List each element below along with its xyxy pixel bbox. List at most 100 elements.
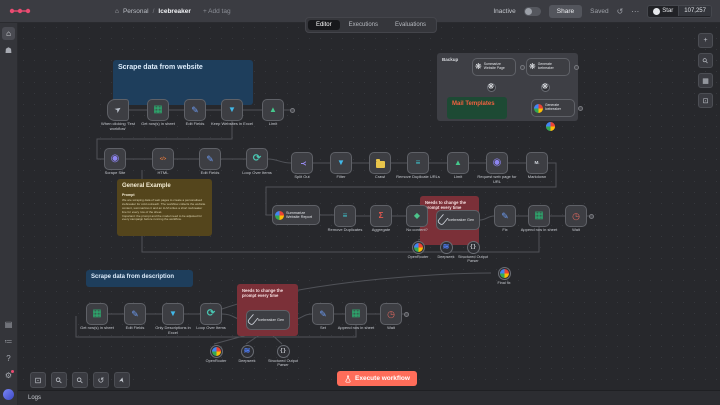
model-node-openai[interactable]: [486, 82, 496, 92]
logs-panel-header[interactable]: Logs: [18, 390, 720, 405]
fit-view-button[interactable]: ⊡: [30, 372, 46, 388]
node-when-clicking-test-workflow[interactable]: When clicking ‘Test workflow’: [101, 99, 135, 131]
model-node-openai[interactable]: [540, 82, 550, 92]
magnifier-minus-icon: ⚲: [74, 374, 86, 386]
node-loop-over-items[interactable]: Loop Over Items: [196, 303, 226, 330]
frame-button[interactable]: ⊡: [698, 93, 713, 108]
connection-endpoint[interactable]: [289, 107, 295, 113]
node-limit[interactable]: Limit: [447, 152, 469, 179]
node-wait[interactable]: Wait: [565, 205, 587, 232]
gemini-icon: [211, 346, 221, 356]
connection-endpoint[interactable]: [577, 105, 583, 111]
node-summarize-website-page[interactable]: Summarize Website Page: [472, 58, 516, 76]
flask-icon: [345, 375, 351, 383]
openai-icon: [542, 83, 549, 91]
node-filter[interactable]: Filter: [330, 152, 352, 179]
node-generate-icebreaker[interactable]: Generate Icebreaker: [531, 99, 575, 117]
pencil-icon: [191, 106, 199, 115]
connection-endpoint[interactable]: [403, 311, 409, 317]
execute-workflow-button[interactable]: Execute workflow: [337, 371, 417, 386]
node-markdown[interactable]: Markdown: [526, 152, 548, 179]
node-label: Generate Icebreaker: [537, 62, 554, 70]
search-nodes-button[interactable]: ⚲: [698, 53, 713, 68]
note-scrape-description[interactable]: Scrape data from description: [86, 270, 193, 287]
model-node-openrouter[interactable]: OpenRouter: [408, 240, 428, 259]
model-node-gemini[interactable]: [545, 121, 555, 131]
connection-endpoint[interactable]: [573, 64, 579, 70]
history-icon[interactable]: ↺: [616, 6, 624, 16]
node-append-row-in-sheet[interactable]: Append row in sheet: [338, 303, 374, 330]
node-label: Loop Over Items: [196, 325, 226, 330]
github-star-widget[interactable]: Star 107,257: [647, 4, 712, 18]
node-panel-button[interactable]: ▦: [698, 73, 713, 88]
workflow-status-label: Inactive: [493, 7, 516, 15]
node-remove-duplicate-urls[interactable]: Remove Duplicate URLs: [396, 152, 440, 179]
zoom-out-button[interactable]: ⚲: [72, 372, 88, 388]
model-node-deepseek[interactable]: Deepseek: [437, 240, 455, 259]
sheets-icon: [92, 309, 101, 319]
node-get-row-s-in-sheet[interactable]: Get row(s) in sheet: [141, 99, 175, 126]
note-mail-templates[interactable]: Mail Templates: [447, 97, 507, 119]
connection-endpoint[interactable]: [519, 64, 525, 70]
node-icebreaker-gen[interactable]: Icebreaker Gen: [436, 210, 480, 230]
sidebar-item-settings[interactable]: ⚙: [2, 369, 15, 382]
model-node-final-fix[interactable]: Final fix: [497, 266, 511, 285]
node-generate-icebreaker[interactable]: Generate Icebreaker: [526, 58, 570, 76]
node-label: Summarize Website Page: [483, 62, 505, 70]
model-node-structured-output-parser[interactable]: Structured Output Parser: [268, 344, 298, 367]
sidebar-item-templates[interactable]: ▤: [2, 318, 15, 331]
add-node-button[interactable]: +: [698, 33, 713, 48]
node-wait[interactable]: Wait: [380, 303, 402, 330]
n8n-logo-icon[interactable]: [9, 6, 31, 16]
node-icebreaker-gen[interactable]: Icebreaker Gen: [246, 310, 290, 330]
breadcrumb-project[interactable]: Personal: [122, 7, 149, 15]
braces-icon: [470, 245, 476, 250]
active-toggle[interactable]: [523, 6, 541, 16]
user-avatar[interactable]: [3, 389, 14, 400]
node-html[interactable]: HTML: [152, 148, 174, 175]
node-aggregate[interactable]: Aggregate: [370, 205, 392, 232]
loop-icon: [207, 309, 215, 319]
node-get-row-s-in-sheet[interactable]: Get row(s) in sheet: [80, 303, 114, 330]
node-label: Filter: [336, 174, 346, 179]
reset-zoom-button[interactable]: ↺: [93, 372, 109, 388]
node-crawl[interactable]: Crawl: [369, 152, 391, 179]
node-label: Set: [319, 325, 326, 330]
node-limit[interactable]: Limit: [262, 99, 284, 126]
sidebar-item-overview[interactable]: ⌂: [2, 27, 15, 40]
node-only-descriptions-in-excel[interactable]: Only Descriptions in Excel: [155, 303, 191, 335]
node-append-row-in-sheet[interactable]: Append row in sheet: [521, 205, 557, 232]
node-fix[interactable]: Fix: [494, 205, 516, 232]
add-tag-button[interactable]: + Add tag: [202, 7, 231, 15]
node-scrape-site[interactable]: Scrape Site: [104, 148, 126, 175]
tab-editor[interactable]: Editor: [307, 20, 340, 30]
node-set[interactable]: Set: [312, 303, 334, 330]
node-edit-fields[interactable]: Edit Fields: [184, 99, 206, 126]
pointer-mode-button[interactable]: ➤: [114, 372, 130, 388]
more-menu-icon[interactable]: ⋯: [631, 6, 640, 16]
share-button[interactable]: Share: [548, 4, 583, 18]
model-node-openrouter[interactable]: OpenRouter: [206, 344, 226, 363]
connection-endpoint[interactable]: [588, 213, 594, 219]
node-edit-fields[interactable]: Edit Fields: [124, 303, 146, 330]
sidebar-item-personal[interactable]: ☗: [2, 44, 15, 57]
node-remove-duplicates[interactable]: Remove Duplicates: [328, 205, 362, 232]
tab-executions[interactable]: Executions: [348, 22, 379, 28]
workflow-title[interactable]: Icebreaker: [158, 7, 191, 15]
node-summarize-website-report[interactable]: Summarize Website Report: [272, 205, 320, 225]
tab-evaluations[interactable]: Evaluations: [395, 22, 427, 28]
wait-icon: [572, 212, 580, 221]
node-edit-fields[interactable]: Edit Fields: [199, 148, 221, 175]
node-no-content[interactable]: No content?: [406, 205, 428, 232]
node-loop-over-items[interactable]: Loop Over Items: [242, 148, 272, 175]
model-node-deepseek[interactable]: Deepseek: [238, 344, 256, 363]
model-node-structured-output-parser[interactable]: Structured Output Parser: [458, 240, 488, 263]
node-keep-websites-in-excel[interactable]: Keep Websites in Excel: [211, 99, 253, 126]
sidebar-item-help[interactable]: ?: [2, 352, 15, 365]
zoom-in-button[interactable]: ⚲: [51, 372, 67, 388]
sidebar-item-variables[interactable]: ≔: [2, 335, 15, 348]
note-scrape-website[interactable]: Scrape data from website: [113, 60, 253, 105]
node-split-out[interactable]: Split Out: [291, 152, 313, 179]
node-request-web-page-for-url[interactable]: Request web page for URL: [477, 152, 517, 184]
